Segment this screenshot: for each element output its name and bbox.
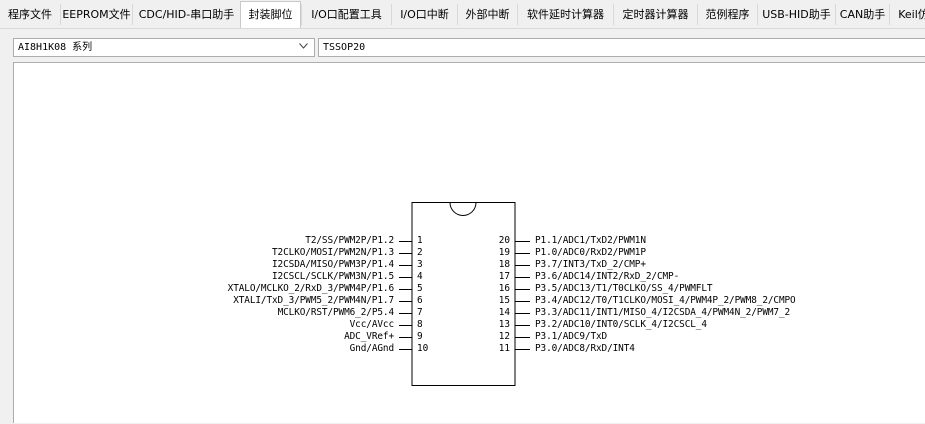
tab-delay-calculator[interactable]: 软件延时计算器 (517, 4, 613, 25)
right-pin-label: P3.7/INT3/TxD_2/CMP+ (535, 259, 646, 270)
left-pin-label: XTALO/MCLKO_2/RxD_3/PWM4P/P1.6 (227, 283, 394, 294)
right-pin-label: P3.4/ADC12/T0/T1CLKO/MOSI_4/PWM4P_2/PWM8… (535, 295, 796, 306)
tab-program-file[interactable]: 程序文件 (8, 8, 52, 21)
tab-cdc-hid-serial[interactable]: CDC/HID-串口助手 (132, 4, 240, 25)
tab-package-pinout[interactable]: 封装脚位 (240, 1, 301, 28)
left-pin-number: 5 (417, 283, 423, 294)
tab-bar: 程序文件 EEPROM文件 CDC/HID-串口助手 封装脚位 I/O口配置工具… (0, 0, 925, 29)
left-pin-label: XTALI/TxD_3/PWM5_2/PWM4N/P1.7 (233, 295, 394, 306)
right-pin-label: P3.3/ADC11/INT1/MISO_4/I2CSDA_4/PWM4N_2/… (535, 307, 791, 318)
left-pin-label: I2CSCL/SCLK/PWM3N/P1.5 (272, 271, 394, 282)
tab-can[interactable]: CAN助手 (835, 4, 889, 25)
right-pin-label: P3.0/ADC8/RxD/INT4 (535, 343, 635, 354)
package-value: TSSOP20 (323, 42, 366, 53)
chip-outline (399, 202, 530, 386)
right-pin-number: 17 (498, 271, 510, 282)
right-pin-label: P3.2/ADC10/INT0/SCLK_4/I2CSCL_4 (535, 319, 707, 330)
right-pin-number: 19 (498, 247, 510, 258)
mcu-series-value: AI8H1K08 系列 (18, 42, 93, 53)
tab-io-config[interactable]: I/O口配置工具 (301, 4, 391, 25)
right-pin-number: 15 (498, 295, 510, 306)
right-pin-label: P3.1/ADC9/TxD (535, 331, 608, 342)
tab-example-programs[interactable]: 范例程序 (697, 4, 757, 25)
chevron-down-icon (299, 43, 308, 49)
tab-eeprom-file[interactable]: EEPROM文件 (60, 4, 132, 25)
left-pin-label: T2/SS/PWM2P/P1.2 (305, 235, 394, 246)
left-pin-number: 3 (417, 259, 423, 270)
package-field[interactable]: TSSOP20 (318, 38, 925, 57)
left-pin-number: 8 (417, 319, 423, 330)
right-pin-number: 12 (498, 331, 510, 342)
right-pin-label: P1.0/ADC0/RxD2/PWM1P (535, 247, 646, 258)
mcu-series-select[interactable]: AI8H1K08 系列 (13, 38, 315, 57)
left-pin-number: 10 (417, 343, 429, 354)
right-pin-number: 14 (498, 307, 510, 318)
tab-io-interrupt[interactable]: I/O口中断 (391, 4, 457, 25)
tab-keil[interactable]: Keil仿 (889, 4, 925, 25)
right-pin-number: 18 (498, 259, 510, 270)
right-pin-number: 13 (498, 319, 510, 330)
right-pin-label: P3.6/ADC14/INT2/RxD_2/CMP- (535, 271, 680, 282)
left-pin-number: 2 (417, 247, 423, 258)
tab-external-interrupt[interactable]: 外部中断 (457, 4, 517, 25)
left-pin-label: Vcc/AVcc (349, 319, 394, 330)
tab-usb-hid[interactable]: USB-HID助手 (757, 4, 835, 25)
right-pin-number: 16 (498, 283, 510, 294)
left-pin-label: T2CLKO/MOSI/PWM2N/P1.3 (272, 247, 394, 258)
left-pin-label: ADC_VRef+ (344, 331, 394, 342)
left-pin-number: 9 (417, 331, 423, 342)
left-pin-number: 6 (417, 295, 423, 306)
left-pin-label: Gnd/AGnd (349, 343, 394, 354)
left-pin-number: 1 (417, 235, 423, 246)
right-pin-number: 11 (498, 343, 510, 354)
right-pin-label: P1.1/ADC1/TxD2/PWM1N (535, 235, 646, 246)
left-pin-label: I2CSDA/MISO/PWM3P/P1.4 (272, 259, 394, 270)
left-pin-number: 4 (417, 271, 423, 282)
right-pin-label: P3.5/ADC13/T1/T0CLKO/SS_4/PWMFLT (535, 283, 713, 294)
tab-timer-calculator[interactable]: 定时器计算器 (613, 4, 697, 25)
right-pin-number: 20 (498, 235, 510, 246)
left-pin-number: 7 (417, 307, 423, 318)
left-pin-label: MCLKO/RST/PWM6_2/P5.4 (277, 307, 395, 318)
